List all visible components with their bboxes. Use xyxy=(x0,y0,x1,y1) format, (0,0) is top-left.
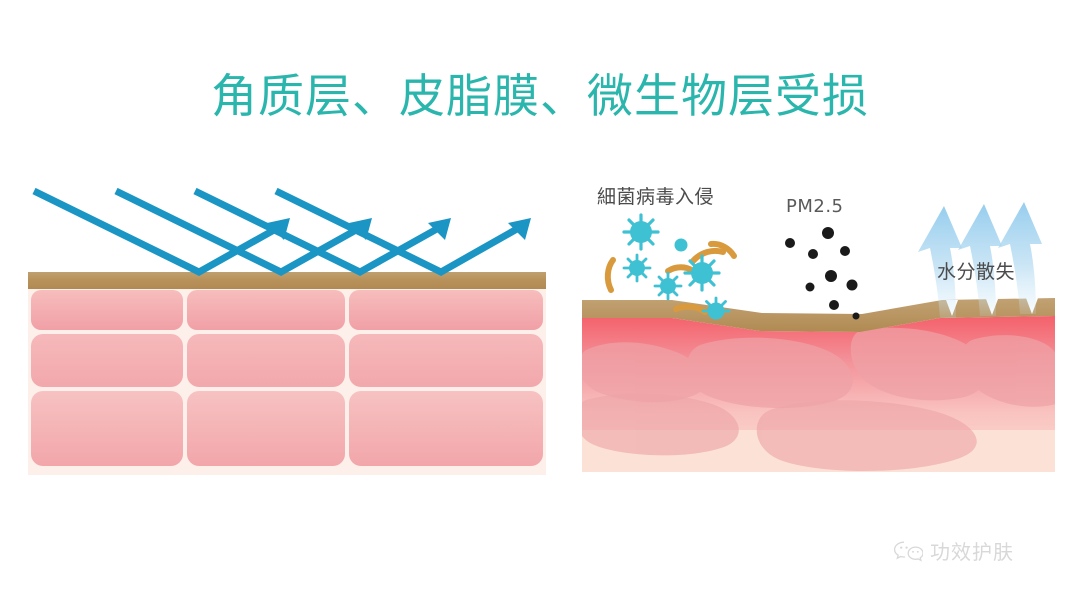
virus-particles xyxy=(622,213,731,320)
bacteria-invasion-label: 細菌病毒入侵 xyxy=(597,186,715,208)
page-title: 角质层、皮脂膜、微生物层受损 xyxy=(211,69,869,123)
left-panel-background xyxy=(28,272,546,475)
water-loss-label: 水分散失 xyxy=(937,261,1016,283)
right-sebum-film-band xyxy=(582,298,1055,332)
left-reflected-rays xyxy=(32,187,526,276)
left-corneocyte-bricks xyxy=(31,290,543,466)
watermark: 功效护肤 xyxy=(893,536,1014,565)
watermark-label: 功效护肤 xyxy=(930,540,1014,564)
left-sebum-film-band xyxy=(28,272,546,289)
bacteria-rods xyxy=(604,240,737,315)
pm25-label: PM2.5 xyxy=(786,196,844,217)
right-skin-blobs xyxy=(582,327,1055,409)
right-skin-blobs-lower xyxy=(582,393,977,471)
pm25-particles xyxy=(785,227,860,320)
left-ray-arrowheads xyxy=(267,218,531,240)
wechat-icon xyxy=(893,541,923,562)
right-skin-body xyxy=(582,316,1055,472)
